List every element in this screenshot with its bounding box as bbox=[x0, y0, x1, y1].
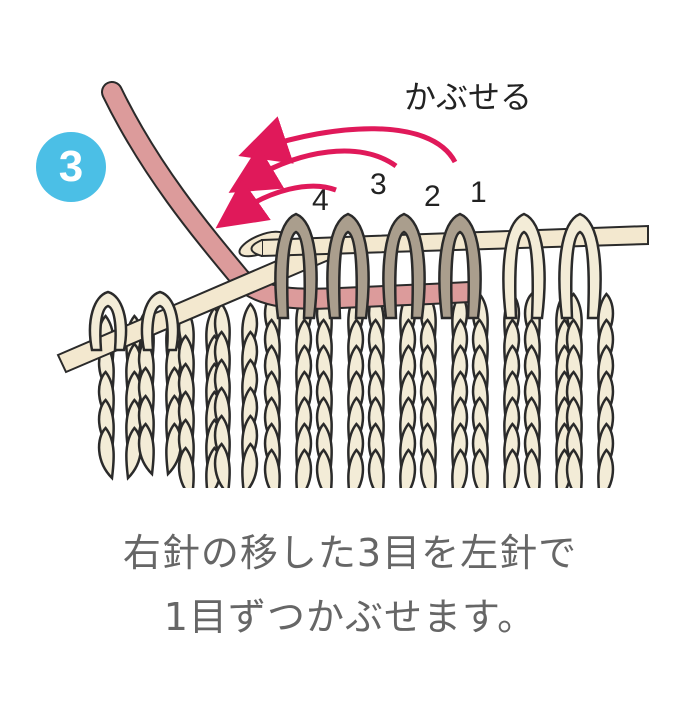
knit-stitch-half bbox=[177, 446, 195, 501]
knit-stitch-half bbox=[451, 448, 469, 503]
stitch-number-2: 2 bbox=[424, 180, 441, 213]
needle-loops bbox=[88, 212, 602, 352]
knit-stitch-half bbox=[471, 448, 489, 503]
knit-stitch-half bbox=[347, 448, 365, 503]
stitch-loop bbox=[438, 212, 482, 320]
knit-stitch-half bbox=[419, 448, 437, 503]
caption-line-1: 右針の移した3目を左針で bbox=[122, 531, 578, 575]
knit-stitch-half bbox=[597, 448, 615, 503]
stitch-number-3: 3 bbox=[370, 168, 387, 201]
step-number-badge: 3 bbox=[36, 132, 106, 202]
stitch-number-1: 1 bbox=[470, 176, 487, 209]
knit-stitch-half bbox=[97, 426, 115, 481]
stitch-loop bbox=[558, 212, 602, 320]
stitch-loop bbox=[382, 212, 426, 320]
stitch-loop bbox=[274, 212, 318, 320]
knit-stitch-half bbox=[165, 422, 183, 477]
stitch-loop bbox=[140, 290, 180, 352]
knit-stitch-half bbox=[503, 448, 521, 503]
stitch-loop bbox=[502, 212, 546, 320]
caption-line-2: 1目ずつかぶせます。 bbox=[163, 595, 537, 639]
knitted-fabric bbox=[0, 292, 700, 528]
cover-arrows bbox=[215, 116, 458, 229]
knit-stitch-half bbox=[137, 422, 155, 477]
knit-stitch-half bbox=[315, 448, 333, 503]
knit-stitch-half bbox=[565, 448, 583, 503]
action-label: かぶせる bbox=[404, 79, 532, 115]
knit-stitch-half bbox=[367, 448, 385, 503]
knit-stitch-half bbox=[523, 448, 541, 503]
knit-stitch-half bbox=[125, 426, 143, 481]
stitch-loop bbox=[326, 212, 370, 320]
knit-stitch-half bbox=[241, 442, 259, 497]
stitch-loop bbox=[88, 290, 128, 352]
stitch-number-4: 4 bbox=[312, 184, 329, 217]
knit-stitch-half bbox=[213, 442, 231, 497]
knit-stitch-half bbox=[263, 448, 281, 503]
knit-stitch-half bbox=[295, 448, 313, 503]
knit-stitch-half bbox=[399, 448, 417, 503]
